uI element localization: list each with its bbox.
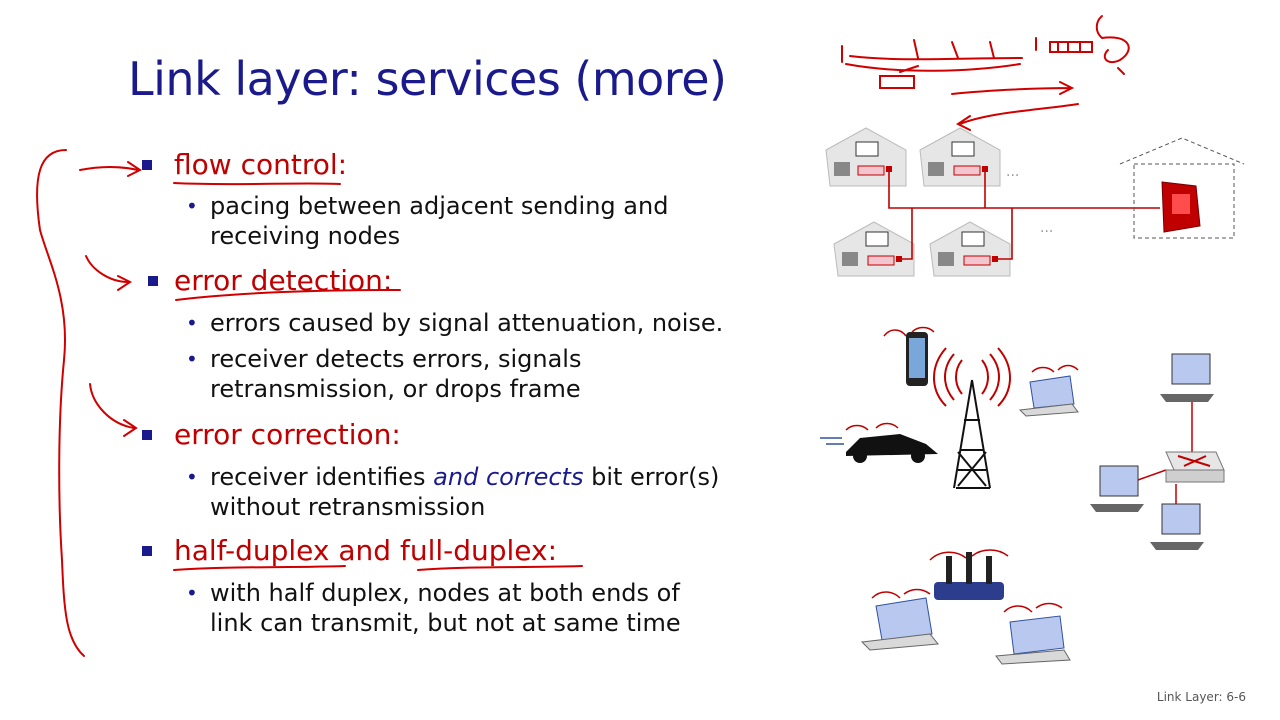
slide-title: Link layer: services (more): [128, 52, 727, 106]
cable-headend-icon: [1119, 137, 1245, 239]
scribble-annotation: [1035, 37, 1093, 53]
underline-annotation: [417, 565, 583, 571]
arrow-annotation: [79, 161, 142, 177]
arrow-annotation: [951, 81, 1075, 95]
house-icon: [825, 127, 907, 187]
laptop-icon: [860, 597, 939, 651]
sub-bullet-dot-icon: •: [186, 465, 198, 489]
switch-icon: [1165, 451, 1225, 483]
house-icon: [929, 221, 1011, 277]
emphasis-text: and corrects: [433, 463, 584, 491]
sub-bullet-dot-icon: •: [186, 347, 198, 371]
desktop-computer-icon: [1160, 353, 1214, 402]
underline-annotation: [173, 565, 346, 571]
ellipsis-text: ...: [1006, 164, 1019, 180]
sub-bullet-dot-icon: •: [186, 194, 198, 218]
sub-bullet-text: errors caused by signal attenuation, noi…: [210, 309, 724, 337]
scribble-annotation: [879, 65, 919, 89]
bullet-error-correction: error correction:: [174, 418, 401, 451]
bullet-square-icon: [148, 276, 158, 286]
sub-bullet-dot-icon: •: [186, 311, 198, 335]
radio-tower-icon: [953, 379, 991, 489]
sub-bullet-text: receiver identifies and corrects bit err…: [210, 463, 720, 521]
scribble-annotation: [841, 39, 1023, 72]
sub-bullet-text: receiver detects errors, signals retrans…: [210, 345, 582, 403]
smartphone-icon: [906, 332, 928, 386]
desktop-computer-icon: [1150, 503, 1204, 550]
bullet-square-icon: [142, 546, 152, 556]
house-icon: [833, 221, 915, 277]
bullet-square-icon: [142, 160, 152, 170]
sub-bullet-text: with half duplex, nodes at both ends of …: [210, 579, 681, 637]
desktop-computer-icon: [1090, 465, 1144, 512]
arrow-annotation: [85, 255, 132, 291]
signal-waves-icon: [933, 347, 1011, 407]
slide-footer: Link Layer: 6-6: [1156, 690, 1246, 704]
sub-bullet-text: pacing between adjacent sending and rece…: [210, 192, 669, 250]
ellipsis-text: ...: [1040, 220, 1053, 236]
arrow-annotation: [956, 103, 1079, 131]
router-icon: [934, 552, 1004, 600]
laptop-icon: [995, 615, 1071, 665]
bullet-square-icon: [142, 430, 152, 440]
car-icon: [820, 434, 938, 463]
arrow-annotation: [89, 383, 138, 437]
sub-bullet-dot-icon: •: [186, 581, 198, 605]
cable-network-diagram: ... ...: [825, 127, 1245, 277]
bullet-duplex: half-duplex and full-duplex:: [174, 534, 558, 567]
signal-waves-icon: [845, 326, 1079, 613]
switched-lan-diagram: [1090, 353, 1225, 550]
bullet-flow-control: flow control:: [174, 148, 348, 181]
scribble-annotation: [1095, 15, 1130, 75]
house-icon: [919, 127, 1001, 187]
laptop-icon: [1018, 375, 1079, 417]
handwritten-annotations: [36, 15, 1130, 657]
wireless-diagram: [820, 326, 1079, 665]
brace-annotation: [36, 149, 85, 657]
underline-annotation: [173, 182, 341, 186]
underline-annotation: [175, 289, 401, 301]
